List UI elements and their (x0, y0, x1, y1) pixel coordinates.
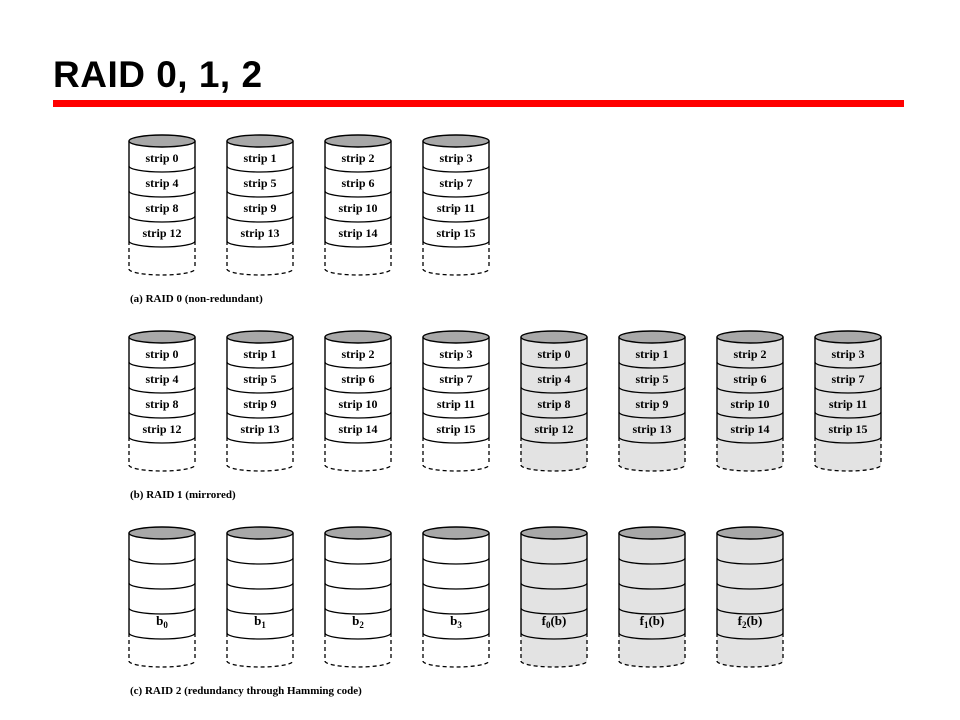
strip-label: strip 14 (339, 226, 378, 240)
disk-top (520, 330, 588, 344)
disk: strip 2 strip 6 strip 10 strip 14 (324, 134, 392, 276)
strip-label: strip 2 (342, 151, 375, 165)
disk: strip 3 strip 7 strip 11 strip 15 (814, 330, 882, 472)
disk: strip 3 strip 7 strip 11 strip 15 (422, 330, 490, 472)
disk: f2(b) (716, 526, 784, 668)
strip-label: strip 1 (244, 347, 277, 361)
disk: strip 0 strip 4 strip 8 strip 12 (520, 330, 588, 472)
disk-top (324, 330, 392, 344)
disk: strip 0 strip 4 strip 8 strip 12 (128, 330, 196, 472)
strip-label: strip 1 (244, 151, 277, 165)
strip-label: strip 8 (538, 397, 571, 411)
strip-label: strip 9 (244, 201, 277, 215)
strip-label: strip 3 (832, 347, 865, 361)
strip-label: strip 0 (146, 151, 179, 165)
strip-label: strip 7 (832, 372, 865, 386)
strip-label: strip 10 (731, 397, 770, 411)
strip-label: strip 0 (146, 347, 179, 361)
bit-label: f1(b) (640, 613, 665, 630)
strip-label: strip 6 (734, 372, 767, 386)
strip-label: strip 8 (146, 397, 179, 411)
strip-label: strip 13 (241, 422, 280, 436)
strip-label: strip 2 (734, 347, 767, 361)
disk-top (226, 330, 294, 344)
slide-title: RAID 0, 1, 2 (53, 54, 263, 95)
disk-top (128, 526, 196, 540)
strip-label: strip 11 (437, 397, 475, 411)
disk-top (618, 330, 686, 344)
disk-top (422, 330, 490, 344)
disk-top (814, 330, 882, 344)
disk: strip 1 strip 5 strip 9 strip 13 (618, 330, 686, 472)
disk: f1(b) (618, 526, 686, 668)
disk: strip 1 strip 5 strip 9 strip 13 (226, 330, 294, 472)
disk: b1 (226, 526, 294, 668)
bit-label: f2(b) (738, 613, 763, 630)
disk: strip 2 strip 6 strip 10 strip 14 (716, 330, 784, 472)
bit-label: f0(b) (542, 613, 567, 630)
bit-label: b0 (156, 613, 168, 630)
disk: f0(b) (520, 526, 588, 668)
disk-top (128, 134, 196, 148)
strip-label: strip 10 (339, 201, 378, 215)
diagram-caption: (a) RAID 0 (non-redundant) (130, 293, 263, 305)
strip-label: strip 10 (339, 397, 378, 411)
strip-label: strip 12 (535, 422, 574, 436)
strip-label: strip 12 (143, 422, 182, 436)
strip-label: strip 6 (342, 176, 375, 190)
strip-label: strip 1 (636, 347, 669, 361)
bit-label: b3 (450, 613, 462, 630)
disk: b2 (324, 526, 392, 668)
disk-top (422, 134, 490, 148)
disk-top (226, 134, 294, 148)
strip-label: strip 9 (244, 397, 277, 411)
strip-label: strip 9 (636, 397, 669, 411)
disk-top (716, 526, 784, 540)
strip-label: strip 15 (829, 422, 868, 436)
strip-label: strip 0 (538, 347, 571, 361)
disk-top (226, 526, 294, 540)
bit-label: b1 (254, 613, 266, 630)
disk: b0 (128, 526, 196, 668)
disk: strip 2 strip 6 strip 10 strip 14 (324, 330, 392, 472)
disk-top (716, 330, 784, 344)
strip-label: strip 4 (538, 372, 571, 386)
strip-label: strip 5 (636, 372, 669, 386)
disk: strip 0 strip 4 strip 8 strip 12 (128, 134, 196, 276)
disk: strip 3 strip 7 strip 11 strip 15 (422, 134, 490, 276)
strip-label: strip 3 (440, 151, 473, 165)
strip-label: strip 13 (241, 226, 280, 240)
strip-label: strip 8 (146, 201, 179, 215)
disk-top (618, 526, 686, 540)
strip-label: strip 12 (143, 226, 182, 240)
strip-label: strip 4 (146, 372, 179, 386)
strip-label: strip 7 (440, 372, 473, 386)
strip-label: strip 3 (440, 347, 473, 361)
disk-top (324, 526, 392, 540)
strip-label: strip 14 (339, 422, 378, 436)
strip-label: strip 11 (437, 201, 475, 215)
disk-top (128, 330, 196, 344)
title-underline (53, 100, 904, 107)
strip-label: strip 7 (440, 176, 473, 190)
disk-top (324, 134, 392, 148)
disk-top (520, 526, 588, 540)
diagram-caption: (c) RAID 2 (redundancy through Hamming c… (130, 685, 362, 697)
diagram-caption: (b) RAID 1 (mirrored) (130, 489, 236, 501)
strip-label: strip 15 (437, 226, 476, 240)
disk-top (422, 526, 490, 540)
strip-label: strip 6 (342, 372, 375, 386)
strip-label: strip 2 (342, 347, 375, 361)
strip-label: strip 15 (437, 422, 476, 436)
strip-label: strip 11 (829, 397, 867, 411)
disk: b3 (422, 526, 490, 668)
disk: strip 1 strip 5 strip 9 strip 13 (226, 134, 294, 276)
strip-label: strip 5 (244, 372, 277, 386)
strip-label: strip 5 (244, 176, 277, 190)
bit-label: b2 (352, 613, 364, 630)
strip-label: strip 14 (731, 422, 770, 436)
strip-label: strip 4 (146, 176, 179, 190)
strip-label: strip 13 (633, 422, 672, 436)
